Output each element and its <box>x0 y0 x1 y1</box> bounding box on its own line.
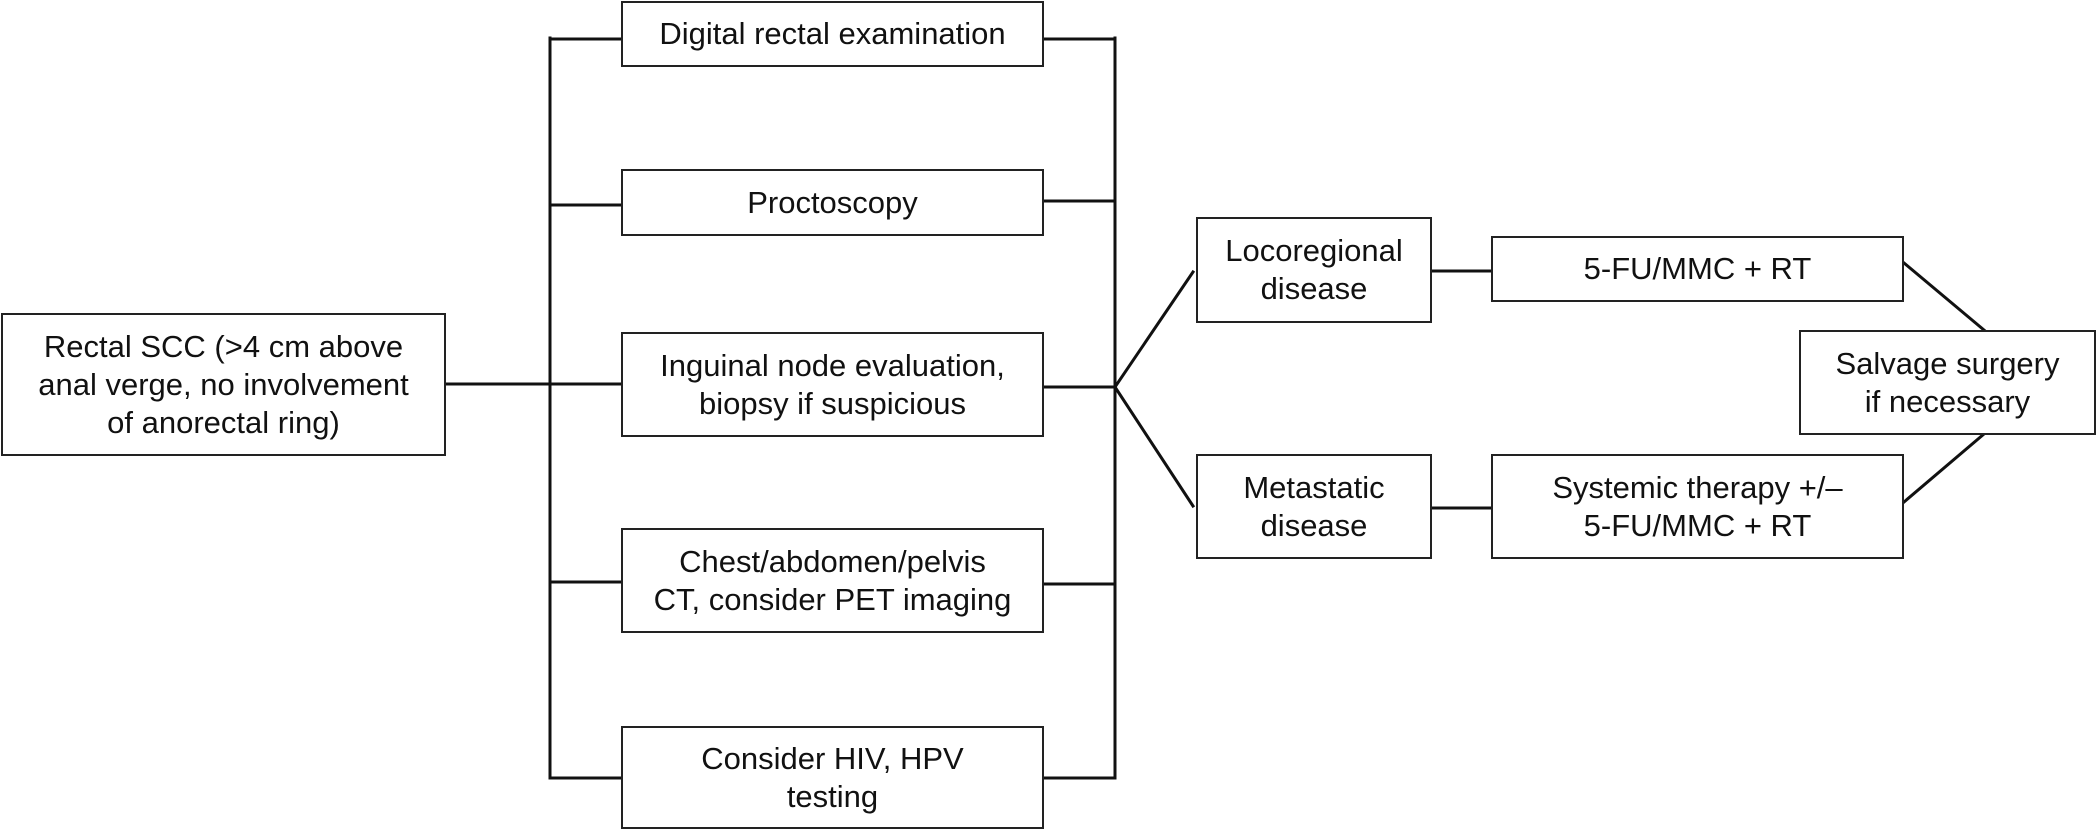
locoregional-disease-label: Locoregional disease <box>1225 233 1403 306</box>
metastatic-treatment-node: Systemic therapy +/– 5-FU/MMC + RT <box>1491 454 1904 559</box>
metastatic-treatment-label: Systemic therapy +/– 5-FU/MMC + RT <box>1552 469 1843 543</box>
workup-node-proctoscopy: Proctoscopy <box>621 169 1044 236</box>
workup-node-label: Consider HIV, HPV testing <box>701 740 964 814</box>
workup-node-inguinal-node: Inguinal node evaluation, biopsy if susp… <box>621 332 1044 437</box>
workup-node-digital-rectal-exam: Digital rectal examination <box>621 1 1044 67</box>
workup-node-label: Chest/abdomen/pelvis CT, consider PET im… <box>653 543 1012 617</box>
workup-node-ct-imaging: Chest/abdomen/pelvis CT, consider PET im… <box>621 528 1044 633</box>
locoregional-treatment-label: 5-FU/MMC + RT <box>1583 251 1812 286</box>
workup-node-hiv-hpv: Consider HIV, HPV testing <box>621 726 1044 829</box>
salvage-surgery-label: Salvage surgery if necessary <box>1835 345 2060 419</box>
workup-node-label: Digital rectal examination <box>659 16 1006 51</box>
connector-to-locoregional <box>1112 269 1196 390</box>
connector-tx-to-salvage-bottom <box>1901 431 1987 505</box>
connector-tx-to-salvage-top <box>1901 260 1987 333</box>
workup-node-label: Proctoscopy <box>747 184 918 220</box>
locoregional-disease-node: Locoregional disease <box>1196 217 1432 323</box>
metastatic-disease-label: Metastatic disease <box>1243 469 1385 543</box>
workup-node-label: Inguinal node evaluation, biopsy if susp… <box>660 347 1005 421</box>
metastatic-disease-node: Metastatic disease <box>1196 454 1432 559</box>
salvage-surgery-node: Salvage surgery if necessary <box>1799 330 2096 435</box>
start-node-label: Rectal SCC (>4 cm above anal verge, no i… <box>38 328 409 440</box>
connector-to-metastatic <box>1112 384 1196 509</box>
locoregional-treatment-node: 5-FU/MMC + RT <box>1491 236 1904 302</box>
start-node: Rectal SCC (>4 cm above anal verge, no i… <box>1 313 446 456</box>
